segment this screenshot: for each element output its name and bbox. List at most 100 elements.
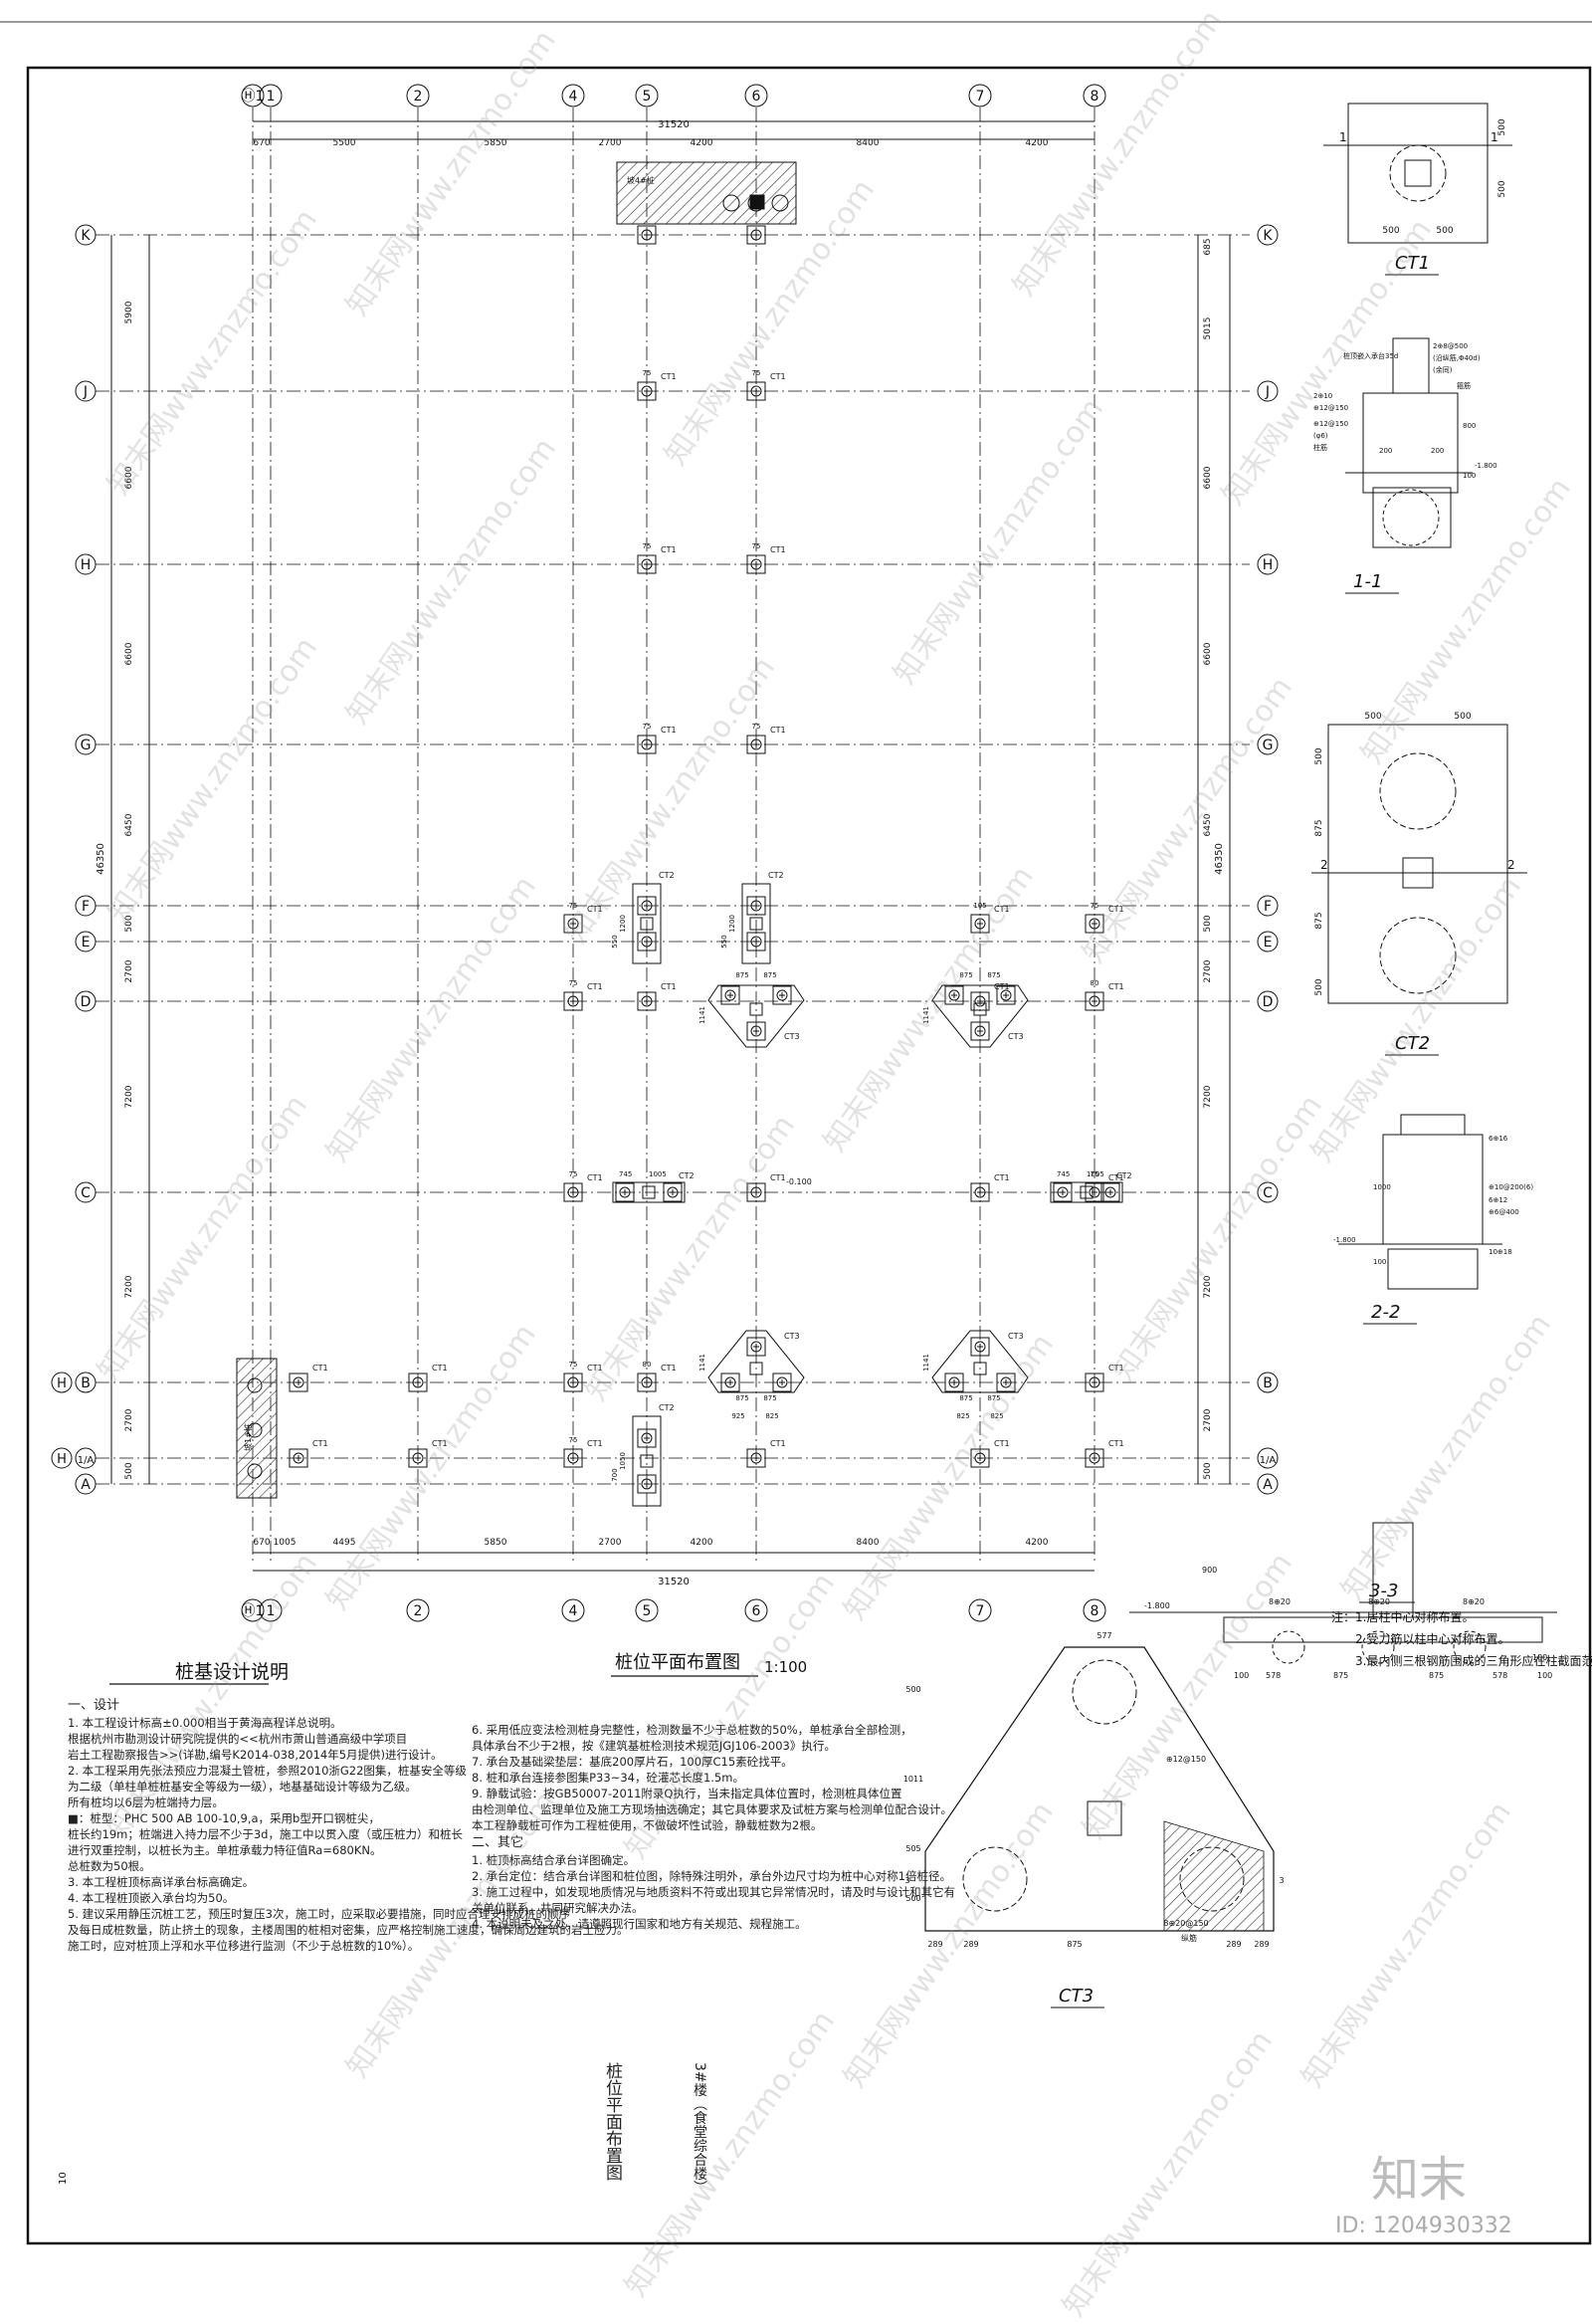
column-axis-bubble: [406, 84, 430, 107]
ct3-dim: 875: [987, 971, 1000, 979]
ct1-section-mark: 1: [1339, 130, 1347, 144]
column: [749, 917, 763, 931]
ct3-dim: 875: [959, 1394, 972, 1402]
pile-cap: [996, 1373, 1016, 1392]
column-axis-bubble: [635, 1598, 659, 1622]
bottom-dim-text: 670: [253, 1538, 270, 1548]
ct3-dim: 875: [987, 1394, 1000, 1402]
pile-cap: [663, 1182, 683, 1202]
pile-cap: [563, 1373, 583, 1392]
detail-note-1: 注：1.居柱中心对称布置。: [1331, 1609, 1474, 1624]
ct3-label: CT3: [1008, 1332, 1024, 1341]
row-axis-label: F: [82, 899, 90, 915]
pile-cap: [746, 225, 766, 245]
row-axis-bubble: [75, 931, 97, 952]
ct3-detail-label: 500: [905, 1685, 920, 1694]
test-pile: [771, 194, 789, 212]
ct3-title: CT3: [1059, 1986, 1094, 2007]
row-axis-label: E: [1264, 935, 1273, 951]
top-dim-text: 4200: [1026, 138, 1049, 148]
row-axis-bubble: [1257, 990, 1279, 1012]
pile-dim-label: 75: [752, 369, 761, 377]
pile-dim-label: 75: [569, 902, 578, 910]
ct3-label: CT3: [784, 1032, 800, 1041]
ct3-detail-label: 289: [927, 1940, 942, 1949]
ct2-title: CT2: [1395, 1033, 1430, 1054]
ct3-dim: 1141: [922, 1354, 930, 1372]
s33-title: 3-3: [1369, 1581, 1398, 1601]
ct2-dim: 1200: [728, 915, 736, 933]
pile: [750, 936, 762, 948]
s11-label: 桩顶嵌入承台35d: [1343, 351, 1398, 360]
pile-label: CT1: [770, 726, 786, 735]
ct2-dim: 500: [1454, 712, 1471, 722]
column: [749, 1362, 763, 1375]
ct1-title: CT1: [1395, 253, 1430, 274]
pile-label: CT1: [1108, 1173, 1124, 1182]
column: [640, 917, 654, 931]
row-axis-bubble: [75, 380, 97, 402]
row-axis-bubble: [1257, 931, 1279, 952]
pile: [619, 1186, 631, 1198]
ct3-cap: [707, 1330, 805, 1393]
pile: [567, 1186, 579, 1198]
column-axis-label: 8: [1091, 89, 1099, 105]
pile-dim-label: 75: [569, 1361, 578, 1369]
right-dim-text: 685: [1203, 238, 1213, 255]
right-dim-text: 2700: [1203, 959, 1213, 982]
ct3-detail-label: 8⊕20@150: [1163, 1919, 1208, 1928]
pile-cap: [1085, 1373, 1104, 1392]
row-axis-label: J: [1265, 384, 1270, 400]
right-dim-text: 6600: [1203, 642, 1213, 665]
pile-cap: [746, 896, 766, 916]
note-line: 及每日成桩数量，防止挤土的现象，主楼周围的桩相对密集，应严格控制施工速度，确保周…: [68, 1923, 629, 1937]
pile-cap: [637, 735, 657, 754]
note-line: 1. 本工程设计标高±0.000相当于黄海高程详总说明。: [68, 1716, 342, 1730]
s33-label: 100: [1234, 1671, 1249, 1680]
pile: [750, 229, 762, 241]
row-axis-label: D: [1263, 994, 1274, 1010]
top-dim-text: 4200: [691, 138, 713, 148]
s11-cap: [1362, 392, 1459, 494]
s33-label: 8⊕20: [1463, 1597, 1485, 1606]
ct2-dim: 1005: [1087, 1170, 1104, 1178]
image-id: ID: 1204930332: [1335, 2214, 1512, 2238]
ct2-dim: 500: [1364, 712, 1381, 722]
column-axis-label: 7: [976, 89, 985, 105]
row-axis-bubble: [1257, 1447, 1279, 1469]
row-axis-bubble: [75, 895, 97, 917]
row-axis-bubble: [1257, 895, 1279, 917]
ct3-detail-outline: [924, 1646, 1275, 1932]
sheet-frame: [26, 66, 1592, 2245]
pile-label: CT1: [994, 1173, 1010, 1182]
s22-label: -1.800: [1333, 1236, 1356, 1244]
column-axis-label: 2: [414, 89, 423, 105]
ct3-detail-rebar-hatch: [1163, 1820, 1265, 1932]
s11-label: (沿纵筋,Φ40d): [1433, 353, 1481, 362]
row-axis-bubble-extra: [51, 1372, 73, 1393]
ct1-column: [1404, 159, 1432, 187]
pile: [1089, 1452, 1100, 1464]
pile: [750, 558, 762, 570]
row-axis-label: F: [1264, 899, 1272, 915]
pile-cap: [637, 1474, 657, 1494]
ct3-detail-label: 500: [905, 1894, 920, 1903]
right-total-dim-text: 46350: [1214, 843, 1225, 875]
row-axis-label: 1/A: [78, 1455, 95, 1466]
column-axis-label: 6: [752, 89, 761, 105]
ct3-detail-label: 289: [1226, 1940, 1241, 1949]
row-axis-bubble: [75, 1473, 97, 1495]
row-axis-bubble: [1257, 1473, 1279, 1495]
pile-cap: [563, 991, 583, 1011]
hatched-area-left: [236, 1358, 278, 1499]
row-axis-label: A: [81, 1477, 91, 1493]
s22-cap: [1382, 1134, 1484, 1245]
pile: [1089, 1186, 1100, 1198]
ct3-dim: 875: [735, 1394, 748, 1402]
s33-label: 100: [1537, 1671, 1552, 1680]
column-axis-bubble: [968, 84, 992, 107]
column-axis-label: 1: [267, 1603, 276, 1619]
s11-title: 1-1: [1353, 571, 1382, 592]
bottom-dim-text: 5850: [485, 1538, 507, 1548]
